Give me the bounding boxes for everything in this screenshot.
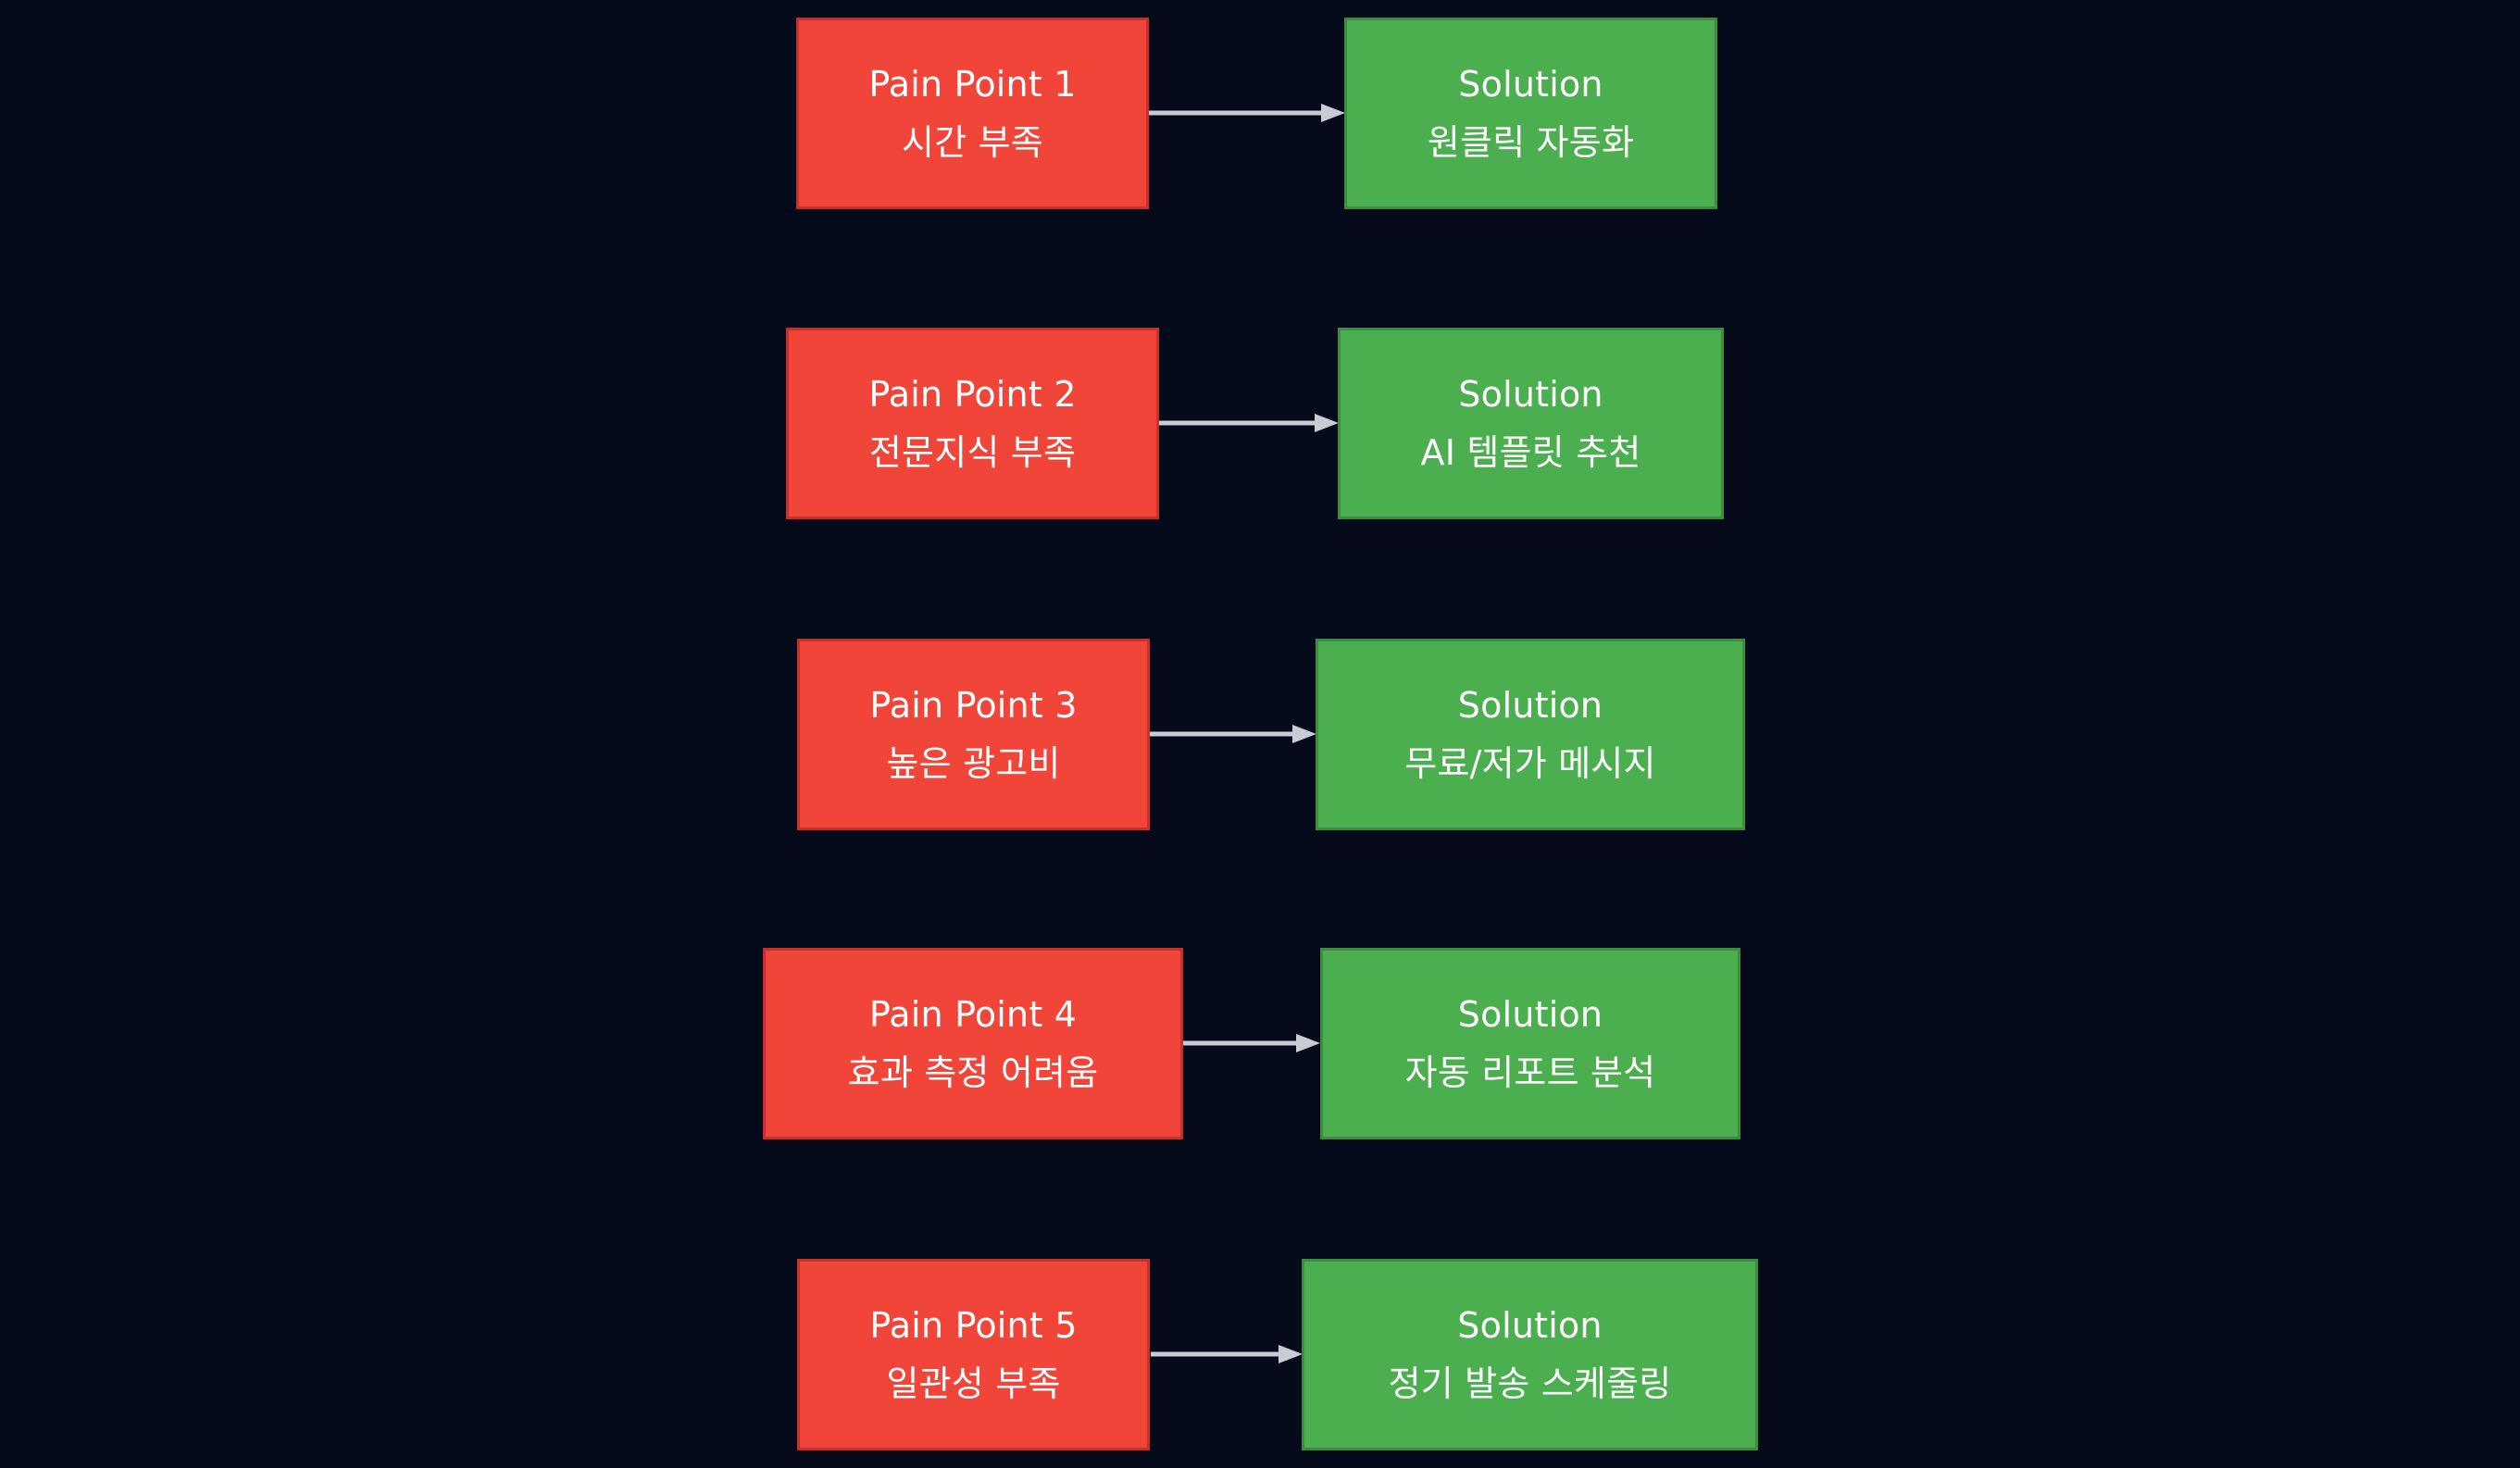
pain-point-node-5-subtitle: 일관성 부족 — [886, 1362, 1061, 1404]
solution-node-4-title: Solution — [1457, 994, 1603, 1036]
pain-point-node-5[interactable]: Pain Point 5 일관성 부족 — [797, 1259, 1150, 1450]
solution-node-2-subtitle: AI 템플릿 추천 — [1420, 431, 1641, 473]
pain-point-node-2[interactable]: Pain Point 2 전문지식 부족 — [786, 328, 1159, 519]
solution-node-4[interactable]: Solution 자동 리포트 분석 — [1320, 948, 1740, 1139]
connector-arrow-4 — [1183, 1034, 1320, 1052]
solution-node-3[interactable]: Solution 무료/저가 메시지 — [1316, 639, 1745, 830]
pain-point-node-2-title: Pain Point 2 — [868, 374, 1077, 416]
connector-arrow-1 — [1149, 104, 1345, 122]
pain-point-node-3[interactable]: Pain Point 3 높은 광고비 — [797, 639, 1150, 830]
pain-point-node-1-title: Pain Point 1 — [868, 64, 1077, 106]
solution-node-1-subtitle: 원클릭 자동화 — [1427, 121, 1635, 163]
solution-node-2-title: Solution — [1458, 374, 1603, 416]
solution-node-1[interactable]: Solution 원클릭 자동화 — [1344, 18, 1717, 209]
solution-node-5-title: Solution — [1457, 1305, 1603, 1347]
solution-node-5-subtitle: 정기 발송 스케줄링 — [1388, 1362, 1672, 1404]
solution-node-2[interactable]: Solution AI 템플릿 추천 — [1338, 328, 1724, 519]
solution-node-1-title: Solution — [1458, 64, 1603, 106]
connector-arrow-3 — [1150, 725, 1316, 743]
solution-node-5[interactable]: Solution 정기 발송 스케줄링 — [1302, 1259, 1758, 1450]
solution-node-4-subtitle: 자동 리포트 분석 — [1404, 1051, 1656, 1093]
solution-node-3-title: Solution — [1457, 685, 1603, 727]
pain-point-node-4-title: Pain Point 4 — [868, 994, 1078, 1036]
pain-point-node-3-title: Pain Point 3 — [869, 685, 1078, 727]
pain-point-node-3-subtitle: 높은 광고비 — [886, 742, 1061, 784]
pain-point-node-1-subtitle: 시간 부족 — [902, 121, 1043, 163]
pain-point-node-2-subtitle: 전문지식 부족 — [868, 431, 1077, 473]
pain-point-node-4[interactable]: Pain Point 4 효과 측정 어려움 — [763, 948, 1183, 1139]
pain-point-node-4-subtitle: 효과 측정 어려움 — [847, 1051, 1099, 1093]
connector-arrow-2 — [1159, 414, 1339, 432]
pain-point-node-5-title: Pain Point 5 — [869, 1305, 1078, 1347]
connector-arrow-5 — [1151, 1345, 1303, 1363]
solution-node-3-subtitle: 무료/저가 메시지 — [1404, 742, 1656, 784]
pain-point-node-1[interactable]: Pain Point 1 시간 부족 — [796, 18, 1149, 209]
